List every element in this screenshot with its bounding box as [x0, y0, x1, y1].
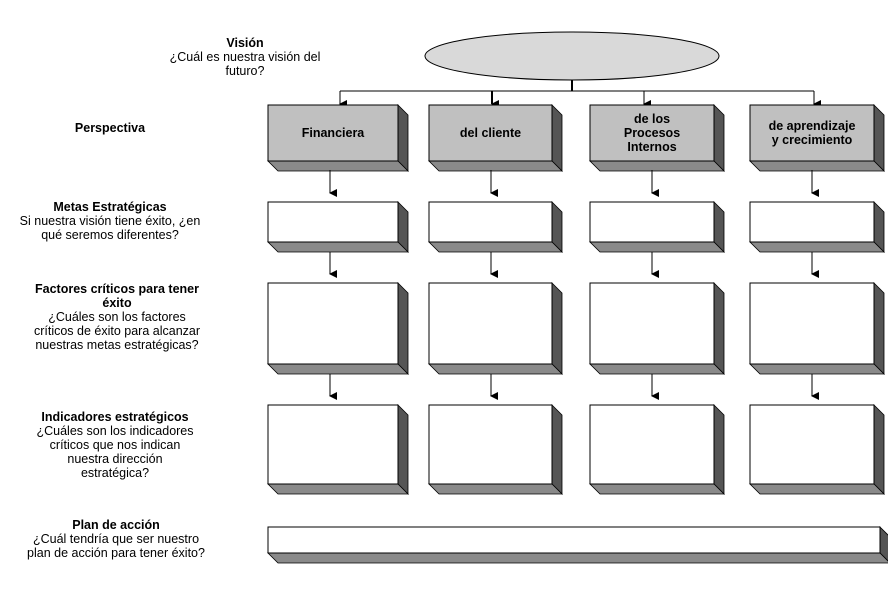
indicadores-box-4 — [749, 404, 885, 495]
factores-box-2-face — [428, 282, 553, 365]
factores-box-4-bottom — [749, 363, 885, 375]
factores-box-4-face — [749, 282, 875, 365]
plan-heading: Plan de acción — [72, 518, 160, 532]
perspective-label-4-2: y crecimiento — [772, 133, 853, 147]
perspective-box-3-face — [589, 104, 715, 162]
metas-box-1-bottom — [267, 241, 409, 253]
row-arrows — [329, 170, 819, 400]
factores-box-4-side — [873, 282, 885, 375]
factores-box-1-side — [397, 282, 409, 375]
metas-box-4-face — [749, 201, 875, 243]
vision-heading: Visión — [226, 36, 264, 50]
factores-question: ¿Cuáles son los factores críticos de éxi… — [33, 310, 201, 352]
indicadores-box-4-side — [873, 404, 885, 495]
indicadores-box-2-bottom — [428, 483, 563, 495]
indicadores-box-1 — [267, 404, 409, 495]
metas-box-4-bottom — [749, 241, 885, 253]
perspective-box-1-face — [267, 104, 399, 162]
vision-connectors — [339, 80, 821, 108]
indicadores-box-3 — [589, 404, 725, 495]
factores-box-3-face — [589, 282, 715, 365]
indicadores-box-2-face — [428, 404, 553, 485]
factores-box-2 — [428, 282, 563, 375]
metas-box-2-bottom — [428, 241, 563, 253]
perspectiva-label: Perspectiva — [20, 121, 200, 135]
perspective-label-4-1: de aprendizaje — [769, 119, 856, 133]
factores-box-3 — [589, 282, 725, 375]
plan-bar — [267, 526, 888, 564]
indicadores-box-3-bottom — [589, 483, 725, 495]
perspectiva-heading: Perspectiva — [74, 121, 146, 135]
metas-box-1-face — [267, 201, 399, 243]
vision-question: ¿Cuál es nuestra visión del futuro? — [169, 50, 321, 78]
indicadores-box-2 — [428, 404, 563, 495]
perspective-label-3-1: de los — [634, 112, 670, 126]
perspective-box-3-bottom — [589, 160, 725, 172]
metas-box-3 — [589, 201, 725, 253]
metas-heading: Metas Estratégicas — [53, 200, 167, 214]
metas-box-2-face — [428, 201, 553, 243]
factores-box-1 — [267, 282, 409, 375]
factores-label: Factores críticos para tener éxito ¿Cuál… — [22, 282, 212, 352]
indicadores-box-3-side — [713, 404, 725, 495]
factores-box-3-bottom — [589, 363, 725, 375]
metas-question: Si nuestra visión tiene éxito, ¿en qué s… — [19, 214, 201, 242]
indicadores-box-3-face — [589, 404, 715, 485]
perspective-box-4-side — [873, 104, 885, 172]
vision-ellipse — [424, 31, 720, 81]
metas-box-1 — [267, 201, 409, 253]
factores-box-3-side — [713, 282, 725, 375]
perspective-label-2-1: del cliente — [460, 126, 521, 140]
metas-box-3-face — [589, 201, 715, 243]
indicadores-box-1-side — [397, 404, 409, 495]
metas-box-3-bottom — [589, 241, 725, 253]
perspective-label-3-3: Internos — [627, 140, 676, 154]
indicadores-heading: Indicadores estratégicos — [41, 410, 189, 424]
plan-box-bottom — [267, 552, 888, 564]
perspective-box-2-face — [428, 104, 553, 162]
perspective-box-4-face — [749, 104, 875, 162]
metas-box-4 — [749, 201, 885, 253]
metas-label: Metas Estratégicas Si nuestra visión tie… — [12, 200, 208, 242]
perspective-box-1: Financiera — [267, 104, 409, 172]
blank-rows — [267, 201, 885, 495]
indicadores-box-4-bottom — [749, 483, 885, 495]
plan-question: ¿Cuál tendría que ser nuestro plan de ac… — [27, 532, 205, 560]
factores-box-2-bottom — [428, 363, 563, 375]
perspective-box-2-side — [551, 104, 563, 172]
indicadores-box-2-side — [551, 404, 563, 495]
metas-box-2 — [428, 201, 563, 253]
factores-box-1-face — [267, 282, 399, 365]
factores-box-2-side — [551, 282, 563, 375]
perspective-box-1-bottom — [267, 160, 409, 172]
indicadores-question: ¿Cuáles son los indicadores críticos que… — [36, 424, 194, 480]
indicadores-label: Indicadores estratégicos ¿Cuáles son los… — [18, 410, 212, 480]
perspective-label-3-2: Procesos — [624, 126, 680, 140]
factores-heading: Factores críticos para tener éxito — [35, 282, 199, 310]
perspective-label-1-1: Financiera — [302, 126, 366, 140]
perspective-box-2: del cliente — [428, 104, 563, 172]
vision-label: Visión ¿Cuál es nuestra visión del futur… — [150, 36, 340, 78]
indicadores-box-1-face — [267, 404, 399, 485]
plan-box — [267, 526, 888, 564]
indicadores-box-1-bottom — [267, 483, 409, 495]
perspective-box-3-side — [713, 104, 725, 172]
indicadores-box-4-face — [749, 404, 875, 485]
factores-box-4 — [749, 282, 885, 375]
perspective-box-2-bottom — [428, 160, 563, 172]
factores-box-1-bottom — [267, 363, 409, 375]
plan-box-face — [267, 526, 881, 554]
plan-label: Plan de acción ¿Cuál tendría que ser nue… — [20, 518, 212, 560]
perspective-boxes: Financiera del cliente de losProcesosInter… — [267, 104, 885, 172]
perspective-box-4-bottom — [749, 160, 885, 172]
perspective-box-1-side — [397, 104, 409, 172]
